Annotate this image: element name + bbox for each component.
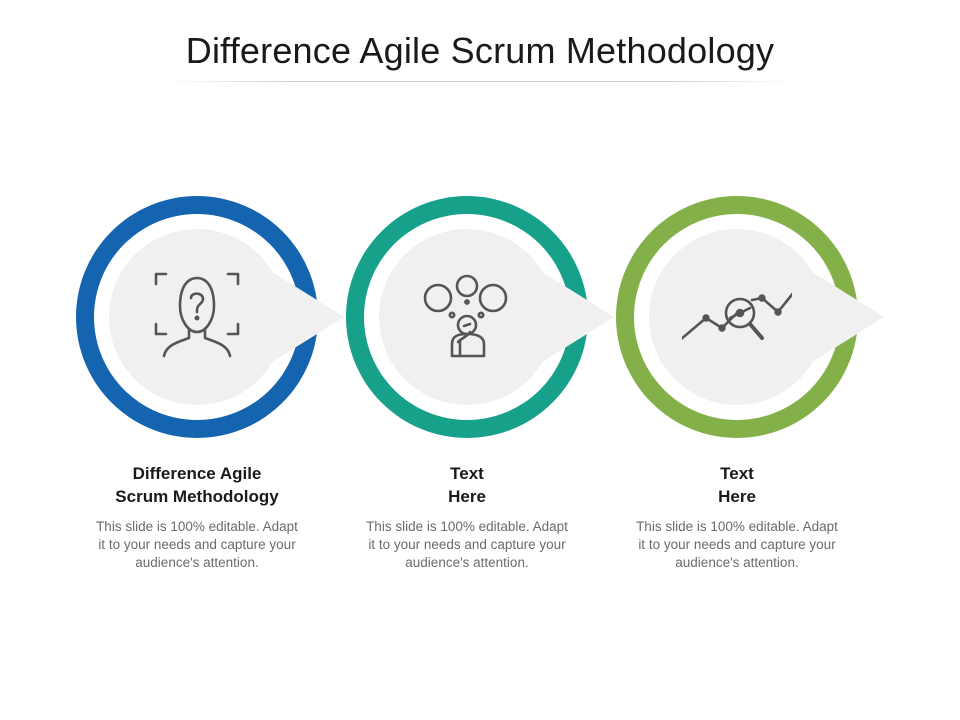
step-2-circle bbox=[342, 192, 614, 442]
step-3-ring bbox=[616, 196, 884, 438]
thinking-person-icon bbox=[423, 274, 508, 358]
step-1-description: This slide is 100% editable. Adapt it to… bbox=[96, 519, 298, 570]
step-3-description: This slide is 100% editable. Adapt it to… bbox=[636, 519, 838, 570]
chart-magnifier-icon bbox=[678, 290, 796, 342]
step-3-circle bbox=[612, 192, 884, 442]
step-1-caption: Difference Agile Scrum Methodology This … bbox=[77, 462, 317, 572]
step-2-description: This slide is 100% editable. Adapt it to… bbox=[366, 519, 568, 570]
step-3-caption: Text Here This slide is 100% editable. A… bbox=[617, 462, 857, 572]
step-3-heading: Text Here bbox=[718, 464, 756, 506]
step-2-caption: Text Here This slide is 100% editable. A… bbox=[347, 462, 587, 572]
step-2-heading: Text Here bbox=[448, 464, 486, 506]
step-1-circle bbox=[72, 192, 344, 442]
slide-title: Difference Agile Scrum Methodology bbox=[185, 30, 775, 71]
step-1-heading: Difference Agile Scrum Methodology bbox=[115, 464, 279, 506]
title-divider bbox=[165, 81, 795, 82]
person-question-icon bbox=[154, 272, 240, 358]
